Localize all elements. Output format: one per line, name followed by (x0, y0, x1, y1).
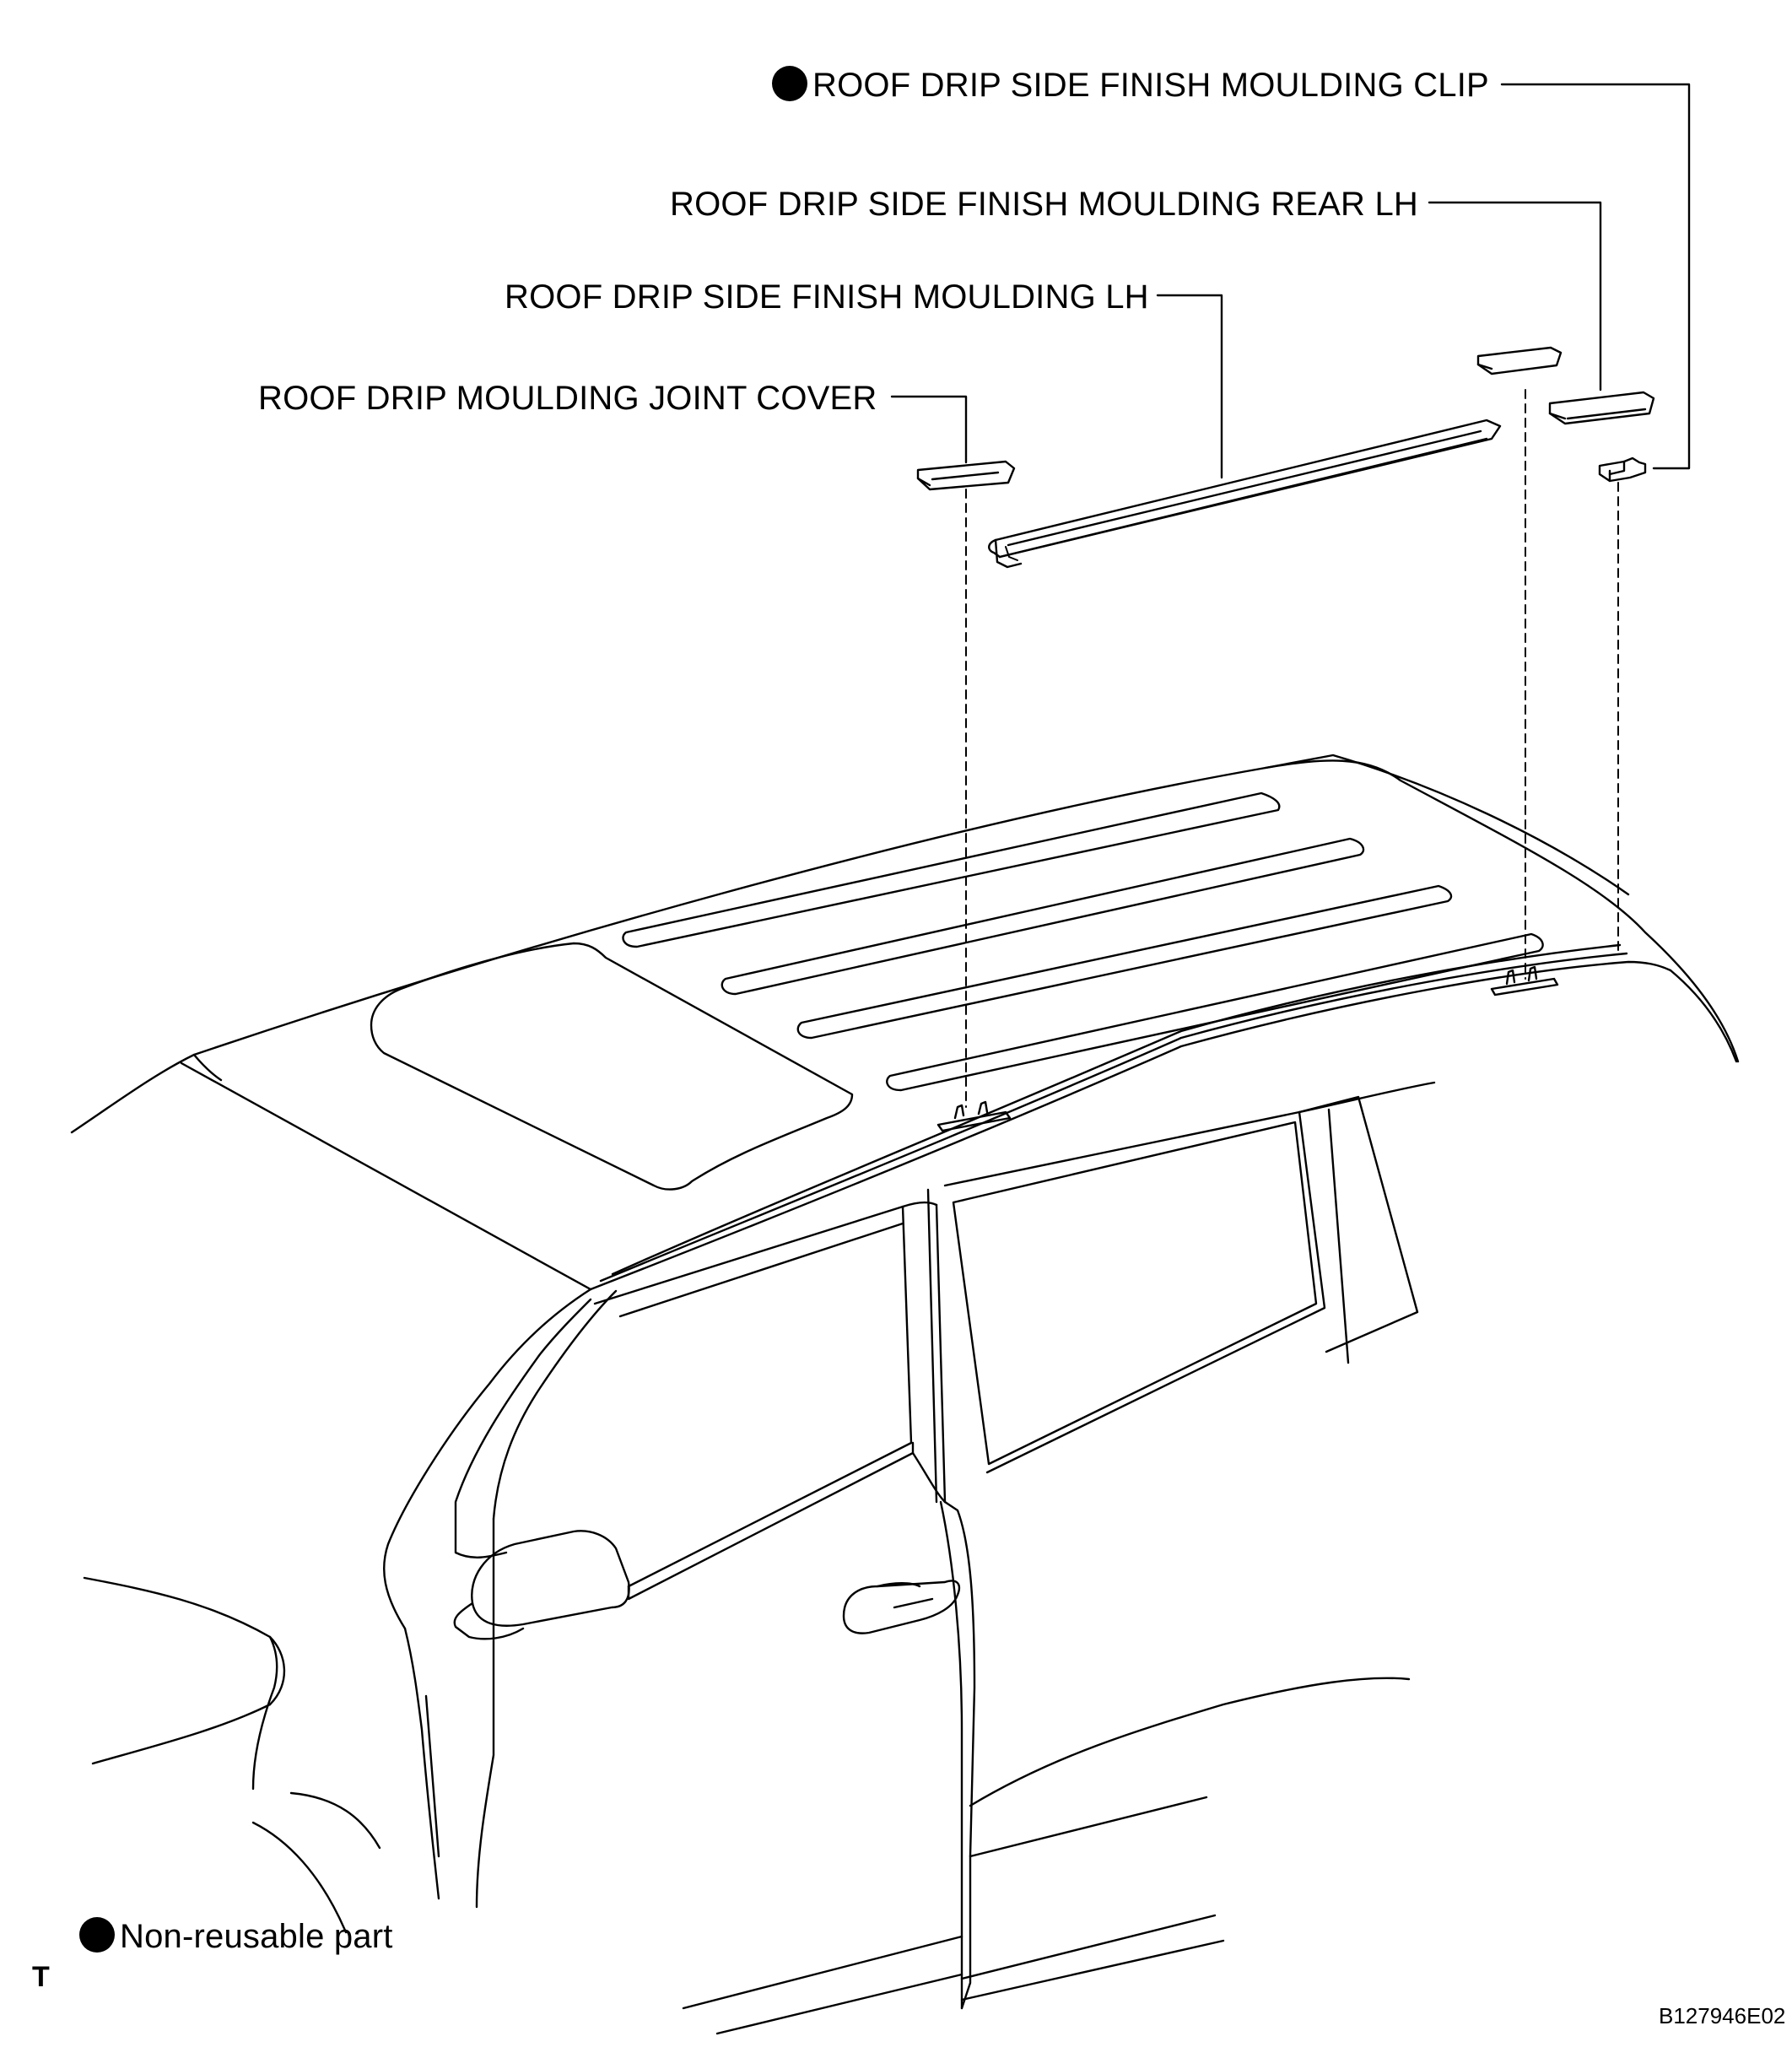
figure-code: B127946E02 (1659, 2003, 1786, 2028)
vehicle-body (70, 754, 1740, 2035)
leader-clip (1500, 83, 1691, 470)
corner-letter: T (32, 1961, 50, 1993)
leader-moulding-lh (1156, 294, 1223, 479)
joint-cover-part (916, 460, 1016, 491)
leader-joint-cover (890, 395, 968, 464)
leader-rear-lh (1428, 201, 1602, 392)
callout-clip-text: ROOF DRIP SIDE FINISH MOULDING CLIP (812, 67, 1489, 104)
callout-moulding-lh: ROOF DRIP SIDE FINISH MOULDING LH (505, 278, 1149, 316)
callout-joint-cover: ROOF DRIP MOULDING JOINT COVER (258, 380, 877, 417)
callout-clip: ROOF DRIP SIDE FINISH MOULDING CLIP (772, 66, 1489, 102)
rear-lh-part (1548, 391, 1655, 425)
clip-part (1598, 456, 1647, 483)
moulding-lh-part (988, 419, 1502, 569)
small-cover-part (1476, 346, 1563, 375)
callout-rear-lh: ROOF DRIP SIDE FINISH MOULDING REAR LH (670, 186, 1418, 223)
filled-circle-icon (772, 66, 807, 101)
filled-circle-icon (79, 1917, 115, 1953)
legend: Non-reusable part (79, 1917, 393, 1953)
legend-text: Non-reusable part (120, 1918, 393, 1955)
alignment-lines (965, 389, 1619, 1108)
leader-lines (890, 83, 1691, 479)
